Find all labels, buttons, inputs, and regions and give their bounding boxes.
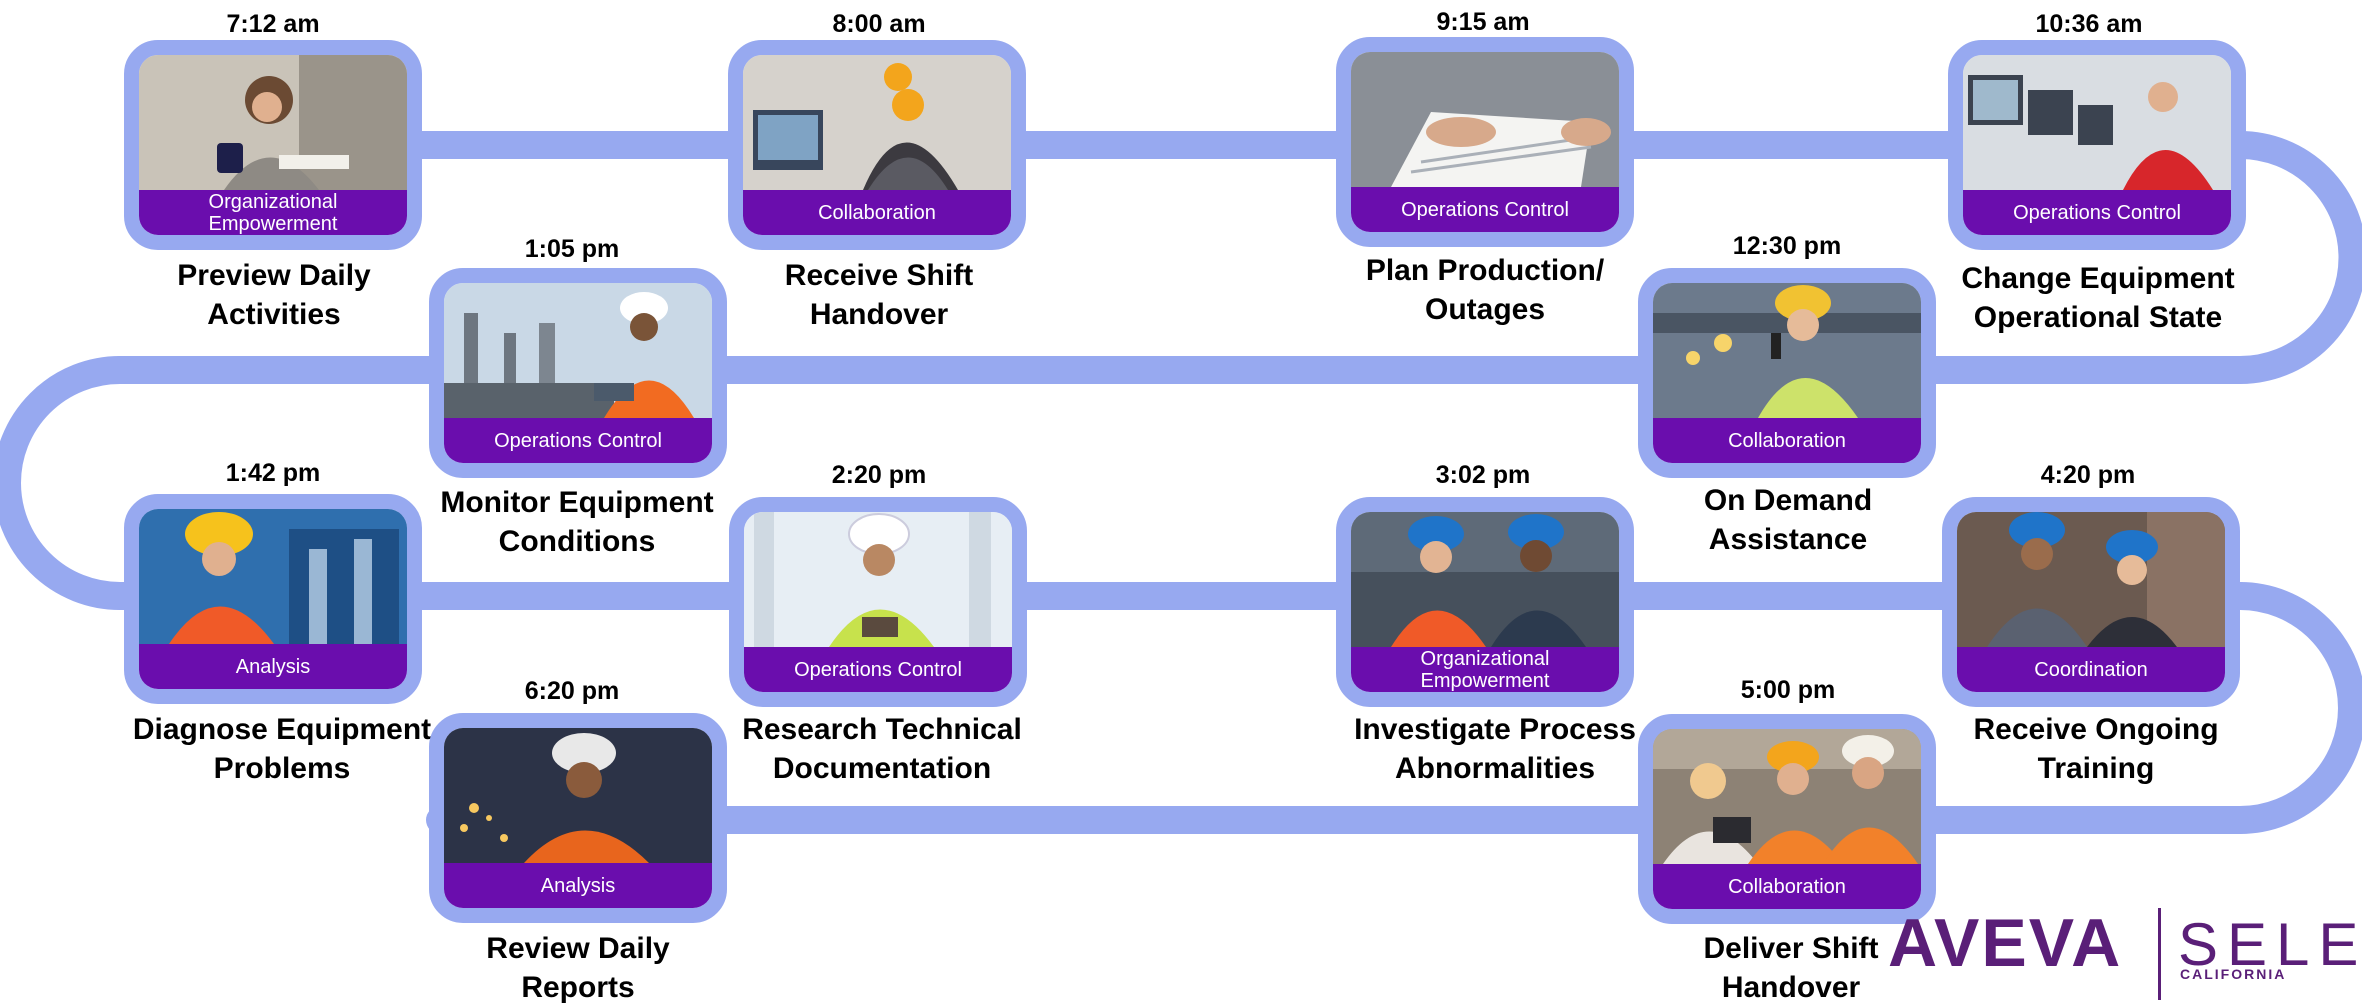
step-card[interactable]: Organizational Empowerment (1336, 497, 1634, 707)
step-card[interactable]: Coordination (1942, 497, 2240, 707)
step-card[interactable]: Operations Control (429, 268, 727, 478)
partner-logo-subtext: CALIFORNIA (2180, 966, 2287, 982)
category-band: Collaboration (1653, 864, 1921, 909)
photo-worker-with-radio (1653, 283, 1921, 418)
photo-team-with-tablet (1653, 729, 1921, 864)
category-band: Coordination (1957, 647, 2225, 692)
step-label: Receive Shift Handover (784, 259, 974, 331)
step-time: 3:02 pm (1435, 461, 1531, 489)
step-label: Monitor Equipment Conditions (440, 486, 714, 558)
step-label: Change Equipment Operational State (1961, 262, 2235, 334)
photo-hand-on-documents (1351, 52, 1619, 187)
photo-engineer-with-tablet (744, 512, 1012, 647)
photo-worker-at-machine (139, 509, 407, 644)
step-label: Preview Daily Activities (177, 259, 371, 331)
track-curve-left (0, 356, 134, 610)
step-label: Plan Production/ Outages (1365, 254, 1605, 326)
category-band: Organizational Empowerment (139, 190, 407, 235)
category-band: Operations Control (1351, 187, 1619, 232)
step-time: 7:12 am (226, 10, 320, 38)
step-label: Deliver Shift Handover (1703, 932, 1879, 1004)
category-band: Analysis (139, 644, 407, 689)
photo-woman-with-mug (139, 55, 407, 190)
photo-worker-reading-at-night (444, 728, 712, 863)
step-card[interactable]: Collaboration (728, 40, 1026, 250)
step-label: Receive Ongoing Training (1973, 713, 2219, 785)
category-band: Operations Control (744, 647, 1012, 692)
track-curve-right-1 (2226, 131, 2362, 384)
step-time: 8:00 am (832, 10, 926, 38)
photo-workers-at-computer (743, 55, 1011, 190)
step-card[interactable]: Organizational Empowerment (124, 40, 422, 250)
photo-operator-control-room (1963, 55, 2231, 190)
category-band: Collaboration (743, 190, 1011, 235)
step-time: 1:05 pm (524, 235, 620, 263)
step-card[interactable]: Analysis (429, 713, 727, 923)
aveva-logo: AVEVA (1888, 905, 2123, 981)
step-time: 12:30 pm (1732, 232, 1842, 260)
step-label: Review Daily Reports (486, 932, 670, 1004)
step-time: 9:15 am (1436, 8, 1530, 36)
step-time: 2:20 pm (831, 461, 927, 489)
category-band: Collaboration (1653, 418, 1921, 463)
photo-two-engineers (1351, 512, 1619, 647)
step-card[interactable]: Operations Control (1336, 37, 1634, 247)
photo-trainer-and-trainee (1957, 512, 2225, 647)
category-band: Operations Control (1963, 190, 2231, 235)
step-time: 5:00 pm (1740, 676, 1836, 704)
step-time: 1:42 pm (225, 459, 321, 487)
step-card[interactable]: Collaboration (1638, 268, 1936, 478)
category-band: Organizational Empowerment (1351, 647, 1619, 692)
category-band: Operations Control (444, 418, 712, 463)
step-label: On Demand Assistance (1703, 484, 1873, 556)
step-card[interactable]: Operations Control (1948, 40, 2246, 250)
track-curve-right-2 (2226, 582, 2362, 834)
step-time: 6:20 pm (524, 677, 620, 705)
step-card[interactable]: Analysis (124, 494, 422, 704)
step-time: 4:20 pm (2040, 461, 2136, 489)
logo-divider (2158, 908, 2161, 1000)
step-label: Diagnose Equipment Problems (132, 713, 432, 785)
category-band: Analysis (444, 863, 712, 908)
step-label: Research Technical Documentation (742, 713, 1022, 785)
step-time: 10:36 am (2035, 10, 2143, 38)
step-card[interactable]: Operations Control (729, 497, 1027, 707)
photo-engineer-refinery (444, 283, 712, 418)
step-label: Investigate Process Abnormalities (1354, 713, 1636, 785)
step-card[interactable]: Collaboration (1638, 714, 1936, 924)
